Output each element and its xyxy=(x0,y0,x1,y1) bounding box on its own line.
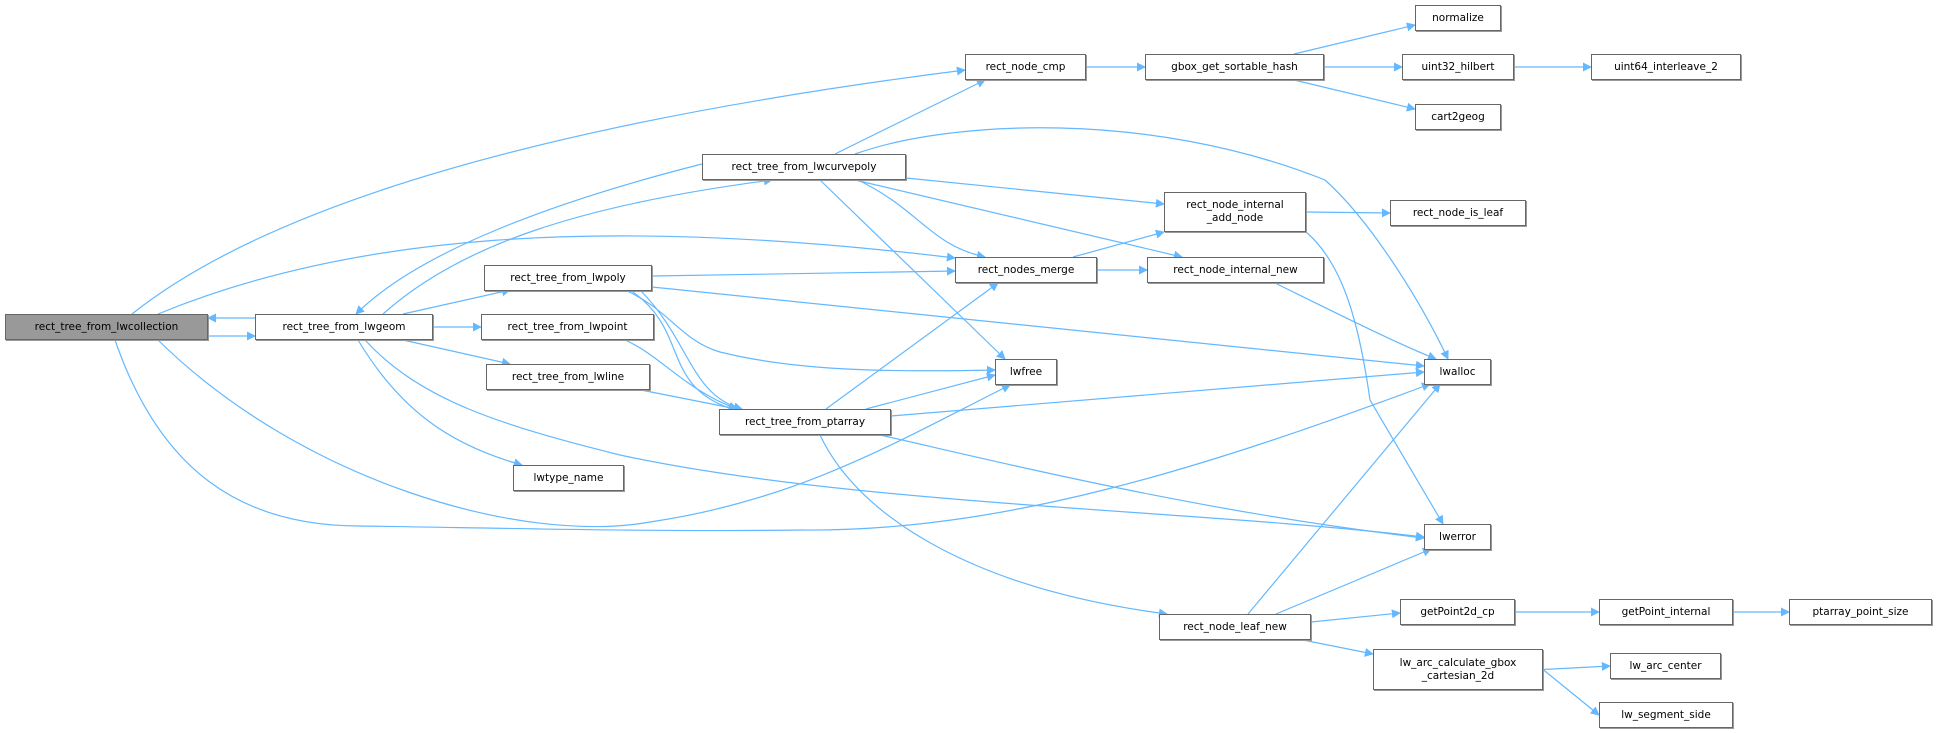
node-ptarray-point-size[interactable]: ptarray_point_size xyxy=(1789,599,1932,625)
node-rect-tree-from-lwpoint[interactable]: rect_tree_from_lwpoint xyxy=(481,314,654,340)
node-rect-node-internal-add-node[interactable]: rect_node_internal _add_node xyxy=(1164,192,1306,232)
node-gbox-get-sortable-hash[interactable]: gbox_get_sortable_hash xyxy=(1145,54,1324,80)
edge-gbox_get_sortable_hash-to-normalize xyxy=(1293,22,1416,55)
edge-rect_tree_from_lwgeom-to-lwerror xyxy=(364,339,1425,541)
edge-rect_tree_from_ptarray-to-lwerror xyxy=(879,434,1425,542)
edge-rect_tree_from_ptarray-to-rect_node_leaf_new xyxy=(819,434,1168,618)
node-lwtype-name[interactable]: lwtype_name xyxy=(513,465,624,491)
edge-rect_nodes_merge-to-rect_node_internal_add_node xyxy=(1072,229,1165,258)
edge-rect_tree_from_lwcurvepoly-to-rect_node_internal_new xyxy=(854,179,1183,260)
edge-rect_tree_from_ptarray-to-rect_nodes_merge xyxy=(825,282,999,410)
edge-rect_tree_from_lwpoly-to-rect_tree_from_ptarray xyxy=(629,289,742,409)
edge-gbox_get_sortable_hash-to-cart2geog xyxy=(1293,79,1416,112)
node-lwalloc[interactable]: lwalloc xyxy=(1424,359,1491,385)
node-rect-tree-from-lwpoly[interactable]: rect_tree_from_lwpoly xyxy=(484,265,652,291)
node-rect-node-internal-new[interactable]: rect_node_internal_new xyxy=(1147,257,1324,283)
node-uint64-interleave-2[interactable]: uint64_interleave_2 xyxy=(1591,54,1741,80)
node-lw-segment-side[interactable]: lw_segment_side xyxy=(1599,702,1733,728)
node-lwerror[interactable]: lwerror xyxy=(1424,524,1491,550)
edge-rect_tree_from_lwpoint-to-rect_tree_from_ptarray xyxy=(624,339,738,411)
node-normalize[interactable]: normalize xyxy=(1415,5,1501,31)
edge-rect_tree_from_lwcurvepoly-to-rect_node_cmp xyxy=(834,79,986,155)
node-lw-arc-center[interactable]: lw_arc_center xyxy=(1610,653,1721,679)
edge-rect_tree_from_lwcollection-to-rect_node_cmp xyxy=(131,66,966,315)
node-rect-tree-from-lwcurvepoly[interactable]: rect_tree_from_lwcurvepoly xyxy=(702,154,906,180)
edge-rect_node_internal_new-to-lwalloc xyxy=(1274,282,1437,361)
edge-rect_tree_from_lwcollection-to-lwfree xyxy=(157,339,1011,528)
edge-rect_tree_from_lwcurvepoly-to-rect_nodes_merge xyxy=(857,179,986,260)
edge-lw_arc_calculate_gbox_cartesian_2d-to-lw_segment_side xyxy=(1542,669,1600,716)
node-rect-tree-from-ptarray[interactable]: rect_tree_from_ptarray xyxy=(719,409,891,435)
node-rect-node-is-leaf[interactable]: rect_node_is_leaf xyxy=(1390,200,1526,226)
edge-rect_node_leaf_new-to-getPoint2d_cp xyxy=(1310,609,1401,623)
edge-rect_tree_from_lwgeom-to-rect_tree_from_lwpoly xyxy=(402,287,511,315)
edge-rect_tree_from_ptarray-to-lwalloc xyxy=(890,368,1425,417)
edge-rect_tree_from_lwcurvepoly-to-rect_tree_from_lwgeom xyxy=(355,163,703,315)
edge-rect_tree_from_lwgeom-to-rect_tree_from_lwline xyxy=(402,339,511,367)
edge-rect_node_leaf_new-to-lwerror xyxy=(1275,547,1432,615)
edge-lw_arc_calculate_gbox_cartesian_2d-to-lw_arc_center xyxy=(1542,661,1611,671)
node-getPoint2d-cp[interactable]: getPoint2d_cp xyxy=(1400,599,1515,625)
edge-rect_tree_from_lwcollection-to-lwalloc xyxy=(114,339,1431,532)
node-rect-node-leaf-new[interactable]: rect_node_leaf_new xyxy=(1159,614,1311,640)
edge-rect_tree_from_lwcurvepoly-to-lwfree xyxy=(819,179,1006,360)
node-getPoint-internal[interactable]: getPoint_internal xyxy=(1599,599,1733,625)
edge-rect_tree_from_lwpoly-to-rect_nodes_merge xyxy=(651,266,956,277)
edge-rect_tree_from_lwcurvepoly-to-rect_node_internal_add_node xyxy=(905,177,1165,208)
edge-rect_tree_from_ptarray-to-lwfree xyxy=(865,372,996,410)
node-rect-tree-from-lwcollection[interactable]: rect_tree_from_lwcollection xyxy=(5,314,208,340)
edge-rect_node_internal_add_node-to-lwerror xyxy=(1305,231,1444,525)
edge-rect_tree_from_lwgeom-to-rect_tree_from_lwcurvepoly xyxy=(382,176,773,315)
edge-rect_tree_from_lwline-to-rect_tree_from_ptarray xyxy=(635,388,738,412)
edge-rect_node_leaf_new-to-lw_arc_calculate_gbox_cartesian_2d xyxy=(1302,639,1374,657)
edge-rect_tree_from_lwcurvepoly-to-lwalloc xyxy=(854,127,1449,360)
node-lw-arc-calculate-gbox-cartesian-2d[interactable]: lw_arc_calculate_gbox _cartesian_2d xyxy=(1373,649,1543,690)
node-rect-node-cmp[interactable]: rect_node_cmp xyxy=(965,54,1086,80)
edge-rect_tree_from_lwcollection-to-rect_nodes_merge xyxy=(157,235,956,315)
node-rect-nodes-merge[interactable]: rect_nodes_merge xyxy=(955,257,1097,283)
node-rect-tree-from-lwgeom[interactable]: rect_tree_from_lwgeom xyxy=(255,314,433,340)
edge-rect_tree_from_lwpoly-to-lwalloc xyxy=(651,286,1425,370)
node-lwfree[interactable]: lwfree xyxy=(995,359,1057,385)
node-uint32-hilbert[interactable]: uint32_hilbert xyxy=(1402,54,1514,80)
node-rect-tree-from-lwline[interactable]: rect_tree_from_lwline xyxy=(486,364,650,390)
edge-rect_node_internal_add_node-to-rect_node_is_leaf xyxy=(1305,208,1391,218)
edge-rect_tree_from_lwpoly-to-lwfree xyxy=(624,289,996,375)
edge-rect_node_leaf_new-to-lwalloc xyxy=(1247,383,1441,615)
edge-rect_tree_from_lwgeom-to-lwtype_name xyxy=(357,339,523,468)
node-cart2geog[interactable]: cart2geog xyxy=(1415,104,1501,130)
